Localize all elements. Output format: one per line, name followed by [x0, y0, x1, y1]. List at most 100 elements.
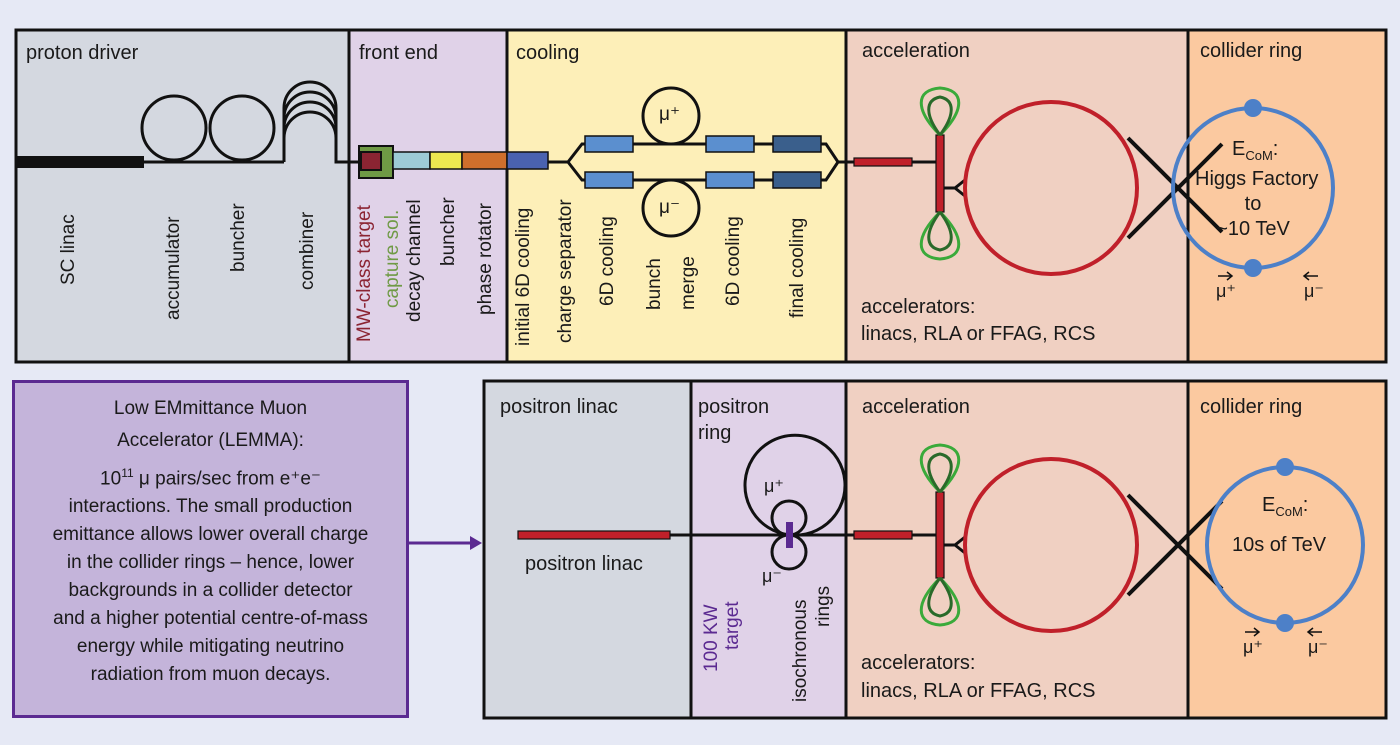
section-title-acceleration-2: acceleration [862, 396, 970, 418]
accumulator-ring [140, 94, 208, 162]
ring-injection [944, 178, 966, 198]
rla-linac [935, 134, 945, 213]
interaction-point [1244, 99, 1262, 117]
transfer-x [1126, 493, 1224, 597]
100kw-target [786, 522, 793, 548]
section-title-front-end: front end [359, 42, 438, 64]
rcs-ring [963, 457, 1139, 633]
rla-arcs [919, 86, 961, 261]
lemma-title-line1: Low EMmittance Muon [113, 398, 308, 419]
label-isochronous: isochronous [790, 599, 811, 702]
label-mu-minus-beam: μ⁻ [1304, 281, 1324, 301]
ecom-e: E [1262, 494, 1276, 516]
positron-ring [743, 433, 847, 537]
ecom-e: E [1232, 138, 1246, 160]
label-mu-plus: μ⁺ [659, 104, 680, 125]
label-6d-cooling-1: 6D cooling [597, 216, 618, 306]
rcs-ring [963, 100, 1139, 276]
label-target: target [722, 601, 743, 650]
sc-linac-bar [16, 156, 144, 168]
initial-cooling-block [506, 151, 549, 170]
ecom-colon: : [1302, 494, 1309, 516]
label-sc-linac: SC linac [58, 214, 79, 285]
cooling-channels [548, 142, 846, 182]
label-bunch: bunch [644, 258, 665, 310]
panel-positron-ring [691, 381, 846, 718]
6d-cooling-block [705, 135, 755, 153]
label-buncher: buncher [228, 203, 249, 272]
label-accumulator: accumulator [163, 216, 184, 321]
buncher-block [429, 151, 463, 170]
interaction-point [1244, 259, 1262, 277]
lemma-body-line: emittance allows lower overall charge [52, 524, 369, 546]
bottom-row-frame [482, 379, 1388, 720]
section-title-positron-ring-1: positron [698, 396, 770, 418]
collider-energy-line3: ~10 TeV [1216, 218, 1290, 240]
section-title-cooling: cooling [516, 42, 580, 64]
panel-collider-ring [1188, 30, 1386, 362]
label-6d-cooling-2: 6D cooling [723, 216, 744, 306]
ring-mu-plus: μ⁺ [764, 476, 784, 496]
label-buncher-fe: buncher [438, 197, 459, 266]
ecom-label: ECoM: [1232, 138, 1278, 163]
arrow-left-icon [1306, 627, 1322, 637]
rla-arcs [919, 443, 961, 627]
lemma-description-box: Low EMmittance Muon Accelerator (LEMMA):… [12, 380, 409, 718]
collider-energy-line2: to [1244, 193, 1262, 215]
lemma-body-line: radiation from muon decays. [90, 664, 331, 686]
label-mu-plus-beam-2: μ⁺ [1243, 637, 1263, 657]
section-title-collider-ring-2: collider ring [1200, 396, 1303, 418]
label-mu-plus-beam: μ⁺ [1216, 281, 1236, 301]
section-title-collider-ring: collider ring [1200, 40, 1303, 62]
final-cooling-block [772, 171, 822, 189]
ecom-sub: CoM [1275, 504, 1303, 519]
decay-channel [392, 151, 431, 170]
lemma-body-line: and a higher potential centre-of-mass [53, 608, 368, 630]
section-title-positron-ring-2: ring [698, 422, 732, 444]
panel-acceleration [846, 30, 1188, 362]
positron-linac-bar [517, 530, 671, 540]
arrow-left-icon [1302, 271, 1318, 281]
phase-rotator-block [461, 151, 508, 170]
lemma-body-line: backgrounds in a collider detector [68, 580, 353, 602]
ring-injection [944, 535, 966, 555]
mw-target [360, 151, 382, 171]
final-cooling-block [772, 135, 822, 153]
label-charge-separator: charge separator [555, 199, 576, 343]
lemma-rest: μ pairs/sec from e⁺e⁻ [133, 468, 321, 490]
arrow-icon [470, 536, 482, 550]
arrow-right-icon [1218, 271, 1234, 281]
top-row-frame [14, 28, 1388, 364]
interaction-point [1276, 458, 1294, 476]
lemma-prefix: 10 [100, 468, 122, 490]
accelerators-label-2: accelerators: [861, 652, 976, 674]
label-mw-target: MW-class target [354, 205, 375, 342]
positron-linac-label: positron linac [525, 553, 643, 575]
lemma-body-line: in the collider rings – hence, lower [66, 552, 355, 574]
accelerators-label: accelerators: [861, 296, 976, 318]
interaction-point [1276, 614, 1294, 632]
arrow-right-icon [1245, 627, 1261, 637]
label-capture-sol: capture sol. [382, 209, 403, 308]
panel-collider-ring-2 [1188, 381, 1386, 718]
linac-bar [853, 157, 913, 167]
lemma-sup: 11 [121, 466, 134, 480]
label-100kw: 100 KW [701, 604, 722, 672]
panel-acceleration-2 [846, 381, 1188, 718]
panel-proton-driver [16, 30, 349, 362]
section-title-proton-driver: proton driver [26, 42, 139, 64]
collider-energy-line1: Higgs Factory [1195, 168, 1319, 190]
6d-cooling-block [584, 171, 634, 189]
section-title-positron-linac: positron linac [500, 396, 618, 418]
panel-front-end [349, 30, 507, 362]
lemma-body-line: energy while mitigating neutrino [76, 636, 345, 658]
label-initial-cooling: initial 6D cooling [513, 207, 534, 346]
rla-linac [935, 491, 945, 579]
lemma-title-line2: Accelerator (LEMMA): [117, 430, 304, 451]
lemma-body-line1: 1011 μ pairs/sec from e⁺e⁻ [15, 459, 406, 493]
ecom-sub: CoM [1245, 148, 1273, 163]
label-final-cooling: final cooling [787, 217, 808, 318]
ecom-colon: : [1272, 138, 1279, 160]
label-mu-minus-beam-2: μ⁻ [1308, 637, 1328, 657]
